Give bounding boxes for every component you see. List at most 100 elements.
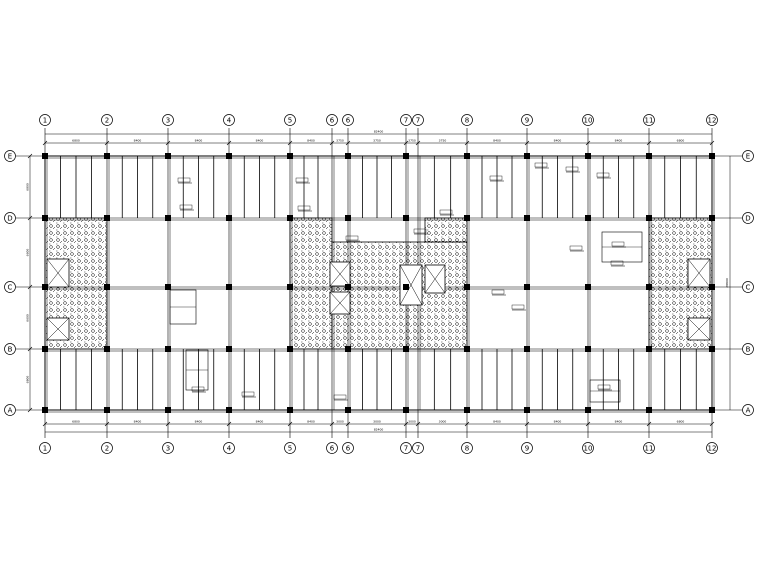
column xyxy=(403,407,409,413)
beam-annotation-mark xyxy=(345,235,359,241)
dimension-tick xyxy=(287,140,293,146)
axis-bubble-label: 12 xyxy=(708,116,717,124)
column xyxy=(464,407,470,413)
axis-bubble-label: E xyxy=(746,152,750,160)
axis-bubble xyxy=(4,212,16,224)
column xyxy=(104,215,110,221)
axis-bubble xyxy=(39,442,51,454)
dimension-text: 8400 xyxy=(195,420,203,424)
axis-bubble xyxy=(101,442,113,454)
column xyxy=(709,153,715,159)
axis-bubble-label: C xyxy=(8,283,13,291)
column xyxy=(226,153,232,159)
beam-annotation-mark xyxy=(179,204,193,210)
shaft-cross xyxy=(329,291,351,315)
axis-bubble-label: 7 xyxy=(404,444,408,452)
dimension-text: 8400 xyxy=(256,420,264,424)
beam-annotation-mark xyxy=(241,391,255,397)
dimension-tick xyxy=(415,140,421,146)
column xyxy=(524,346,530,352)
dimension-tick xyxy=(415,421,421,427)
axis-bubble-label: 1 xyxy=(43,116,47,124)
axis-bubble-label: 7 xyxy=(416,116,420,124)
dimension-text: 8400 xyxy=(554,420,562,424)
axis-bubble-label: 6 xyxy=(346,444,351,452)
dimension-text: 3750 xyxy=(408,139,416,143)
column xyxy=(646,407,652,413)
dimension-tick xyxy=(27,407,33,413)
beam-annotation-mark xyxy=(611,241,625,247)
dimension-text: 8400 xyxy=(615,139,623,143)
dimension-tick xyxy=(42,421,48,427)
beam-annotation-mark xyxy=(489,175,503,181)
column xyxy=(226,284,232,290)
shaft-cross xyxy=(687,317,711,341)
column xyxy=(226,215,232,221)
axis-bubble xyxy=(742,404,754,416)
axis-bubble xyxy=(742,212,754,224)
dimension-tick xyxy=(104,140,110,146)
axis-bubble xyxy=(742,281,754,293)
column xyxy=(165,215,171,221)
column xyxy=(524,153,530,159)
beam-annotation-mark xyxy=(413,228,427,234)
axis-bubble-label: 5 xyxy=(288,116,292,124)
dimension-text: 8400 xyxy=(615,420,623,424)
hatched-core xyxy=(331,241,468,350)
column xyxy=(585,407,591,413)
dimension-text: 8400 xyxy=(493,420,501,424)
axis-bubble-label: 11 xyxy=(645,444,654,452)
column xyxy=(345,153,351,159)
axis-bubble-label: C xyxy=(746,283,751,291)
column xyxy=(104,346,110,352)
column xyxy=(345,346,351,352)
axis-bubble xyxy=(4,343,16,355)
dimension-text: 8400 xyxy=(554,139,562,143)
column xyxy=(709,407,715,413)
dimension-tick xyxy=(403,421,409,427)
column xyxy=(585,284,591,290)
dimension-tick xyxy=(165,421,171,427)
axis-bubble-label: 11 xyxy=(645,116,654,124)
column xyxy=(165,346,171,352)
dimension-tick xyxy=(464,140,470,146)
dimension-text: 6800 xyxy=(72,139,80,143)
dimension-text: 8400 xyxy=(307,420,315,424)
axis-bubble xyxy=(742,150,754,162)
axis-bubble-label: D xyxy=(7,214,12,222)
column xyxy=(646,215,652,221)
column xyxy=(403,284,409,290)
dimension-tick xyxy=(345,421,351,427)
column xyxy=(585,346,591,352)
axis-bubble-label: 6 xyxy=(330,444,335,452)
column xyxy=(524,284,530,290)
beam-annotation-mark xyxy=(597,384,611,390)
axis-bubble xyxy=(582,114,594,126)
axis-bubble xyxy=(400,442,412,454)
column xyxy=(646,284,652,290)
axis-bubble-label: B xyxy=(746,345,751,353)
axis-bubble xyxy=(742,343,754,355)
dimension-tick xyxy=(709,421,715,427)
dimension-tick xyxy=(27,346,33,352)
columns xyxy=(42,153,715,413)
dimension-tick xyxy=(646,421,652,427)
shaft-cross xyxy=(687,258,711,288)
axis-bubble-label: 4 xyxy=(227,444,232,452)
dimension-text: 8400 xyxy=(134,139,142,143)
column xyxy=(585,215,591,221)
axis-bubble xyxy=(101,114,113,126)
column xyxy=(226,346,232,352)
column xyxy=(165,153,171,159)
column xyxy=(524,215,530,221)
dimension-tick xyxy=(226,421,232,427)
dimension-tick xyxy=(226,140,232,146)
dimension-total-text: 82400 xyxy=(374,428,384,432)
dimension-text: 6800 xyxy=(72,420,80,424)
dimension-tick xyxy=(104,421,110,427)
shaft-cross xyxy=(46,317,70,341)
dimension-text: 3750 xyxy=(336,139,344,143)
beam-annotation-mark xyxy=(333,394,347,400)
